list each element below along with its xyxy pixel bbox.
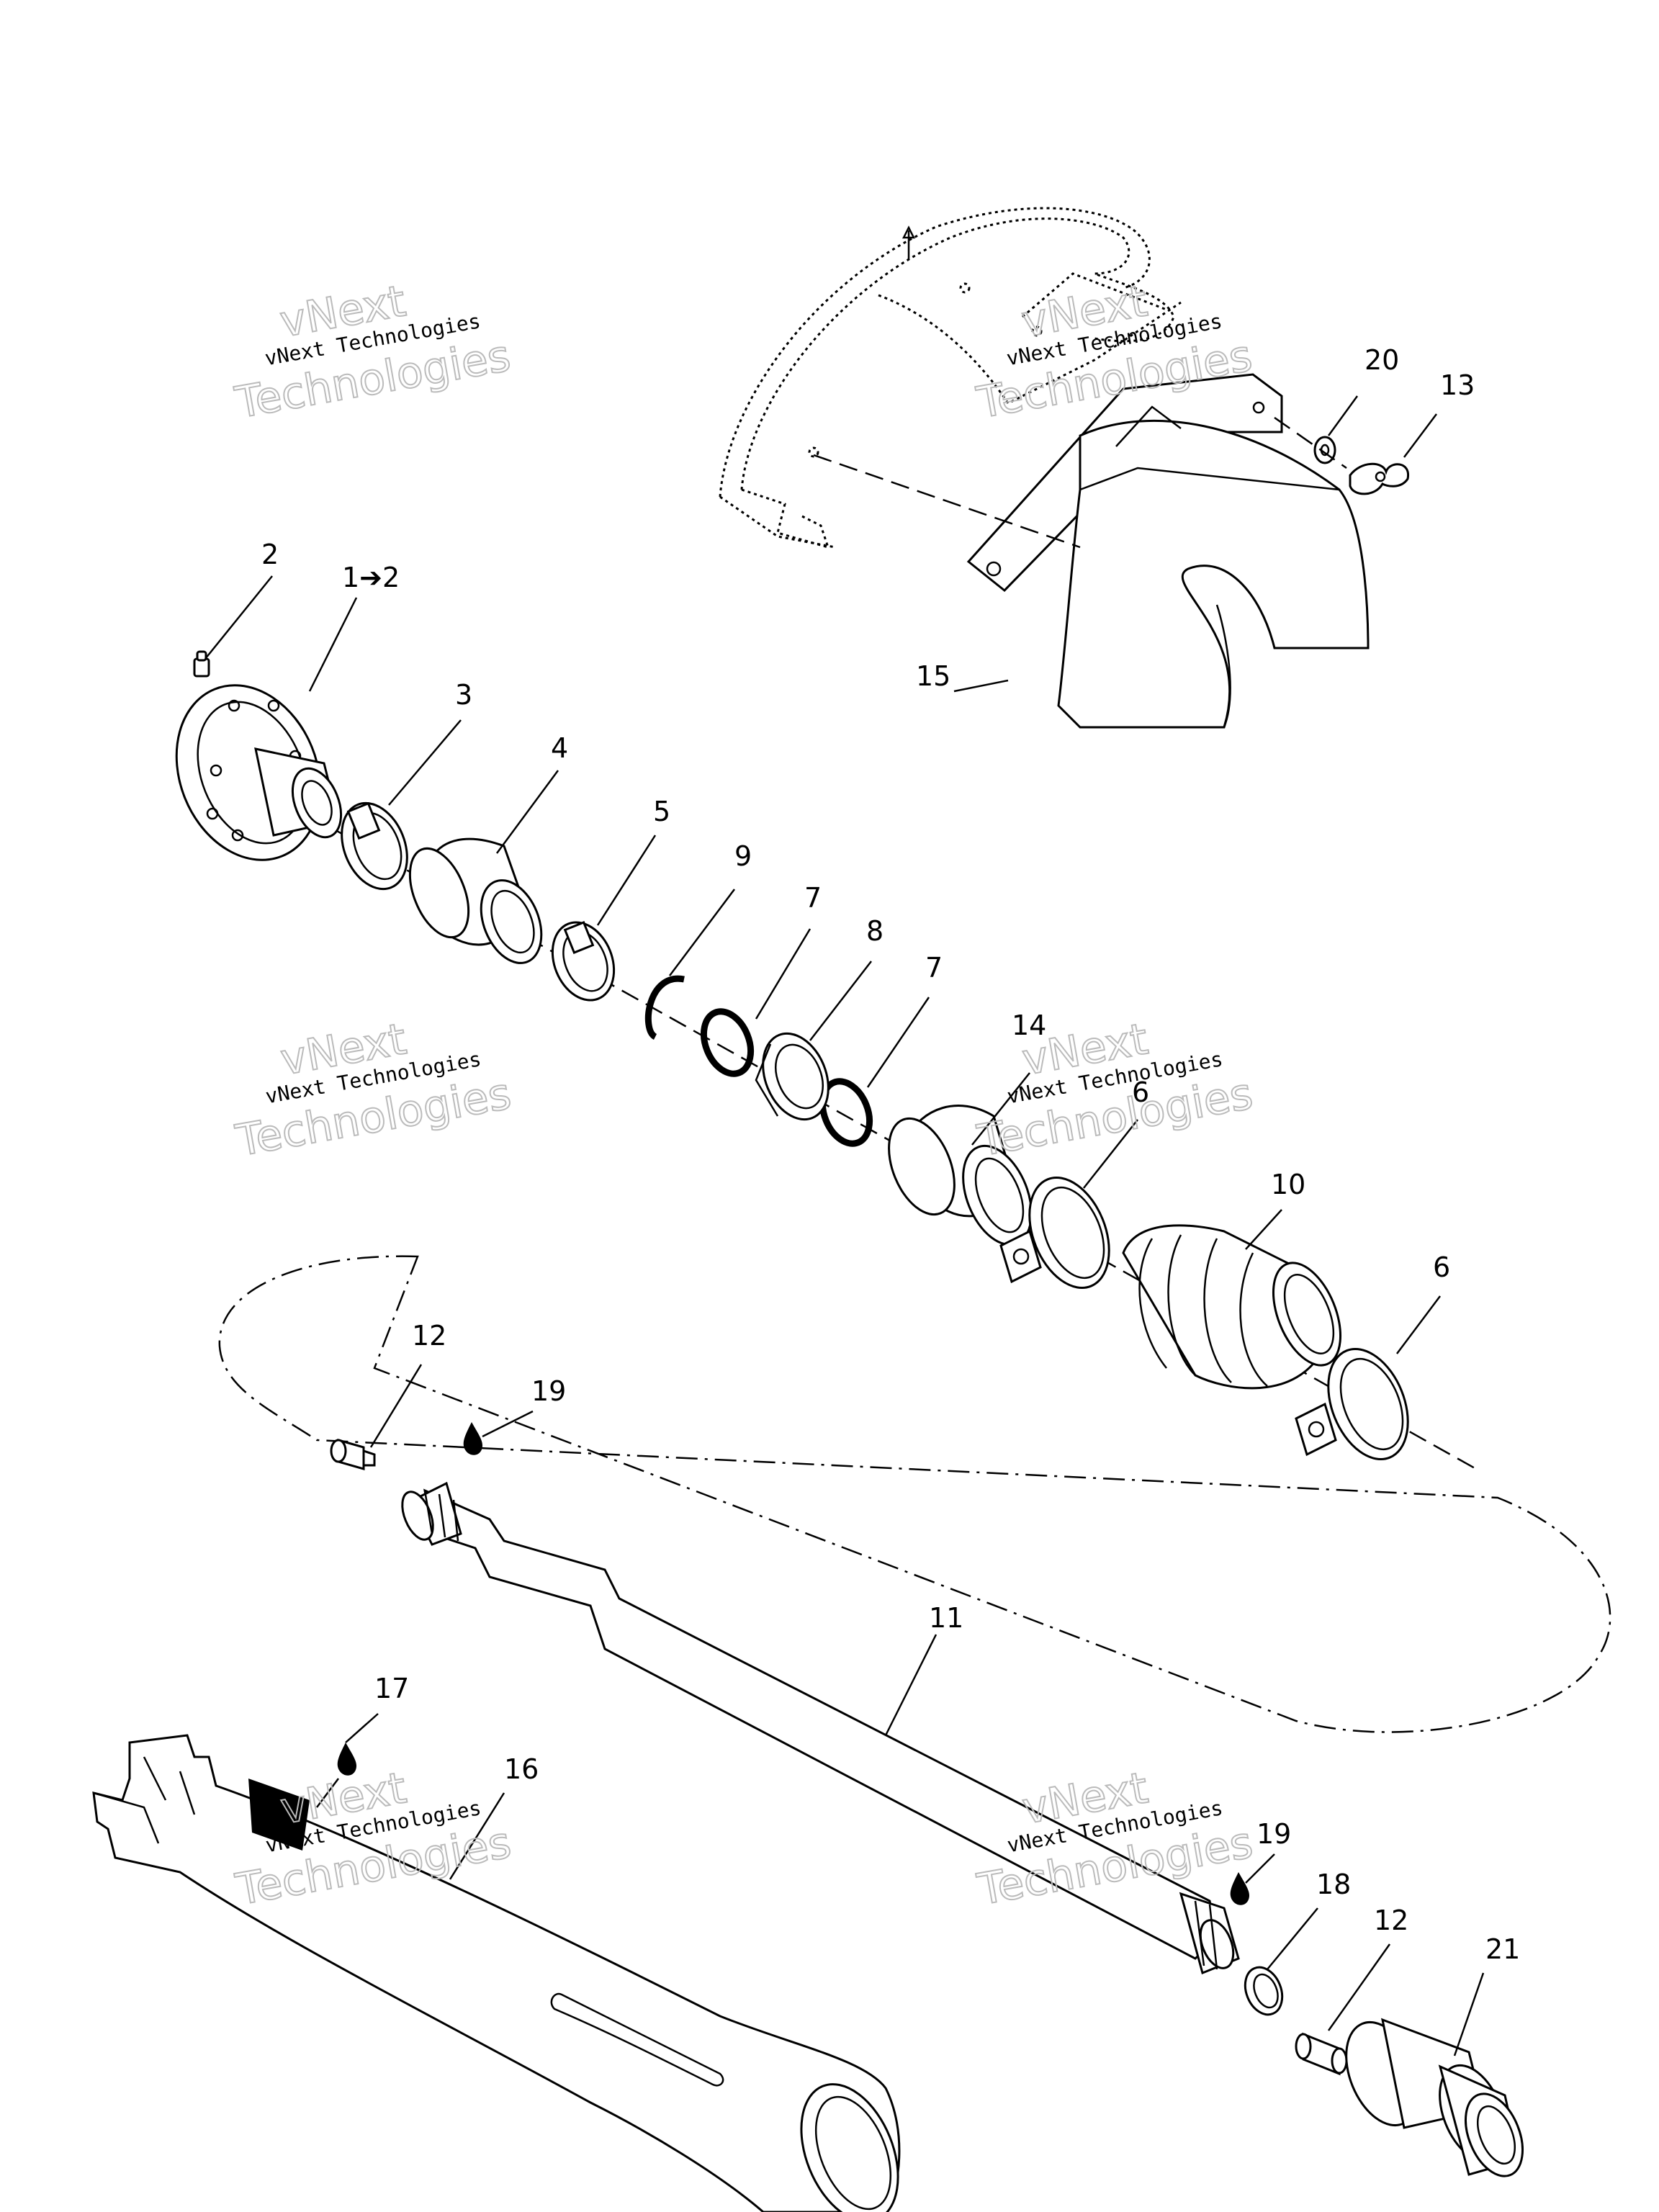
part-7-o-ring-b	[819, 1078, 873, 1147]
callout-10: 10	[1271, 1169, 1305, 1200]
leader-lines	[204, 395, 1485, 2056]
part-19-grease-drop-icon-a	[463, 1422, 483, 1455]
callout-3: 3	[455, 679, 472, 711]
callout-2: 2	[261, 539, 279, 570]
mounting-bracket-ghost	[719, 207, 1182, 549]
callout-9: 9	[734, 840, 752, 872]
callout-7-a: 7	[804, 882, 822, 914]
callout-15: 15	[916, 660, 950, 692]
part-12-plug-b	[1295, 2032, 1348, 2076]
drive-shaft-outline-loop	[218, 1255, 1611, 1733]
callout-21: 21	[1485, 1933, 1520, 1965]
part-5-clamp	[551, 921, 616, 1002]
part-6-hose-clamp-b	[1295, 1347, 1409, 1461]
part-12-plug-a	[330, 1439, 376, 1470]
cover-fastener-axis	[1274, 416, 1347, 469]
callout-labels: 2 1➔2 3 4 5 9 7 8 7 14 6 10 6 12 19 11 1…	[261, 344, 1520, 1965]
callout-7-b: 7	[925, 952, 943, 984]
callout-12-a: 12	[412, 1320, 446, 1352]
part-20-washer	[1313, 436, 1336, 464]
callout-6-b: 6	[1433, 1251, 1450, 1283]
callout-11: 11	[929, 1602, 963, 1634]
watermark-middle-left: vNext vNext Technologies Technologies	[231, 1013, 516, 1167]
callout-13: 13	[1440, 369, 1475, 401]
callout-19-b: 19	[1256, 1818, 1291, 1850]
callout-8: 8	[866, 915, 884, 947]
part-18-ring	[1244, 1966, 1284, 2016]
callout-18: 18	[1316, 1869, 1351, 1900]
part-10-boot	[1122, 1224, 1342, 1390]
part-13-wing-nut	[1349, 462, 1409, 495]
callout-12-b: 12	[1374, 1905, 1408, 1936]
bracket-cover-axis	[813, 454, 1081, 549]
part-17-grease-drop-icon	[337, 1743, 357, 1776]
callout-16: 16	[504, 1753, 539, 1785]
callout-17: 17	[374, 1673, 409, 1704]
callout-14: 14	[1012, 1010, 1046, 1041]
assembly-axis-line	[215, 762, 1477, 1470]
part-7-o-ring-a	[700, 1008, 755, 1077]
part-3-clamp	[341, 801, 408, 891]
part-21-end-sleeve	[1345, 2018, 1524, 2177]
callout-20: 20	[1364, 344, 1399, 376]
part-14-bearing-sleeve	[888, 1105, 1033, 1246]
callout-1-to-2: 1➔2	[342, 562, 400, 593]
part-16-drive-housing	[92, 1734, 901, 2212]
part-1-flange	[175, 684, 343, 861]
part-19-grease-drop-icon-b	[1230, 1872, 1250, 1905]
part-4-coupler	[408, 837, 543, 964]
callout-5: 5	[653, 796, 670, 827]
callout-19-a: 19	[531, 1375, 566, 1407]
part-9-snap-ring	[644, 975, 685, 1040]
callout-4: 4	[551, 732, 568, 764]
part-6-hose-clamp-a	[999, 1176, 1110, 1290]
part-2-grease-fitting	[193, 650, 210, 678]
part-15-cover	[966, 373, 1370, 729]
part-8-seal-carrier	[755, 1032, 830, 1121]
part-11-drive-shaft	[401, 1481, 1240, 1975]
watermark-top-left: vNext vNext Technologies Technologies	[230, 275, 515, 429]
watermark-middle-right: vNext vNext Technologies Technologies	[973, 1013, 1257, 1167]
callout-6-a: 6	[1132, 1076, 1149, 1108]
